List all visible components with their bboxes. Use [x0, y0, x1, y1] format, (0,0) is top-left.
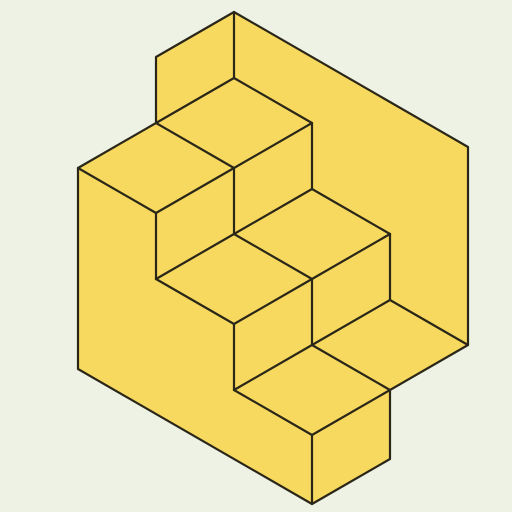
edge	[310, 298, 392, 347]
edge	[310, 388, 392, 437]
edge	[388, 298, 470, 347]
edge	[232, 343, 314, 392]
edge	[232, 76, 314, 125]
edge	[232, 232, 314, 281]
edge	[154, 121, 236, 170]
edge	[310, 187, 392, 236]
edge	[232, 187, 314, 236]
edge	[232, 388, 314, 437]
edge	[232, 277, 314, 326]
edge	[232, 121, 314, 170]
edge	[310, 232, 392, 281]
staircase-silhouette	[76, 10, 470, 506]
edge	[76, 166, 158, 215]
edge	[154, 166, 236, 215]
staircase-edges	[76, 10, 470, 506]
edge	[310, 343, 392, 392]
edge	[154, 277, 236, 326]
edge	[154, 232, 236, 281]
edge	[154, 76, 236, 125]
